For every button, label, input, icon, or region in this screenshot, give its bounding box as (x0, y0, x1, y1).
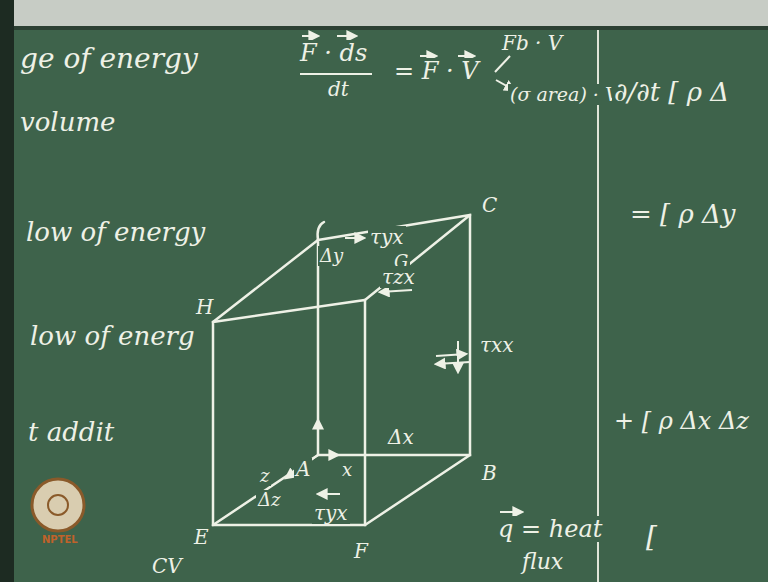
front-face (213, 300, 365, 525)
logo-ring (48, 495, 68, 515)
y-axis (317, 420, 319, 455)
dimension: Δz (256, 490, 282, 510)
note-text: flux (520, 550, 565, 574)
equation: F · ds (298, 40, 369, 66)
nptel-logo (32, 479, 84, 531)
normal-arrow (436, 362, 470, 364)
vertex-label: C (480, 194, 499, 216)
fraction-bar (300, 73, 372, 75)
vector-mark (500, 511, 522, 513)
stress-label: τyx (312, 502, 350, 524)
stress-tick (457, 341, 459, 372)
heading-text: low of energ (28, 322, 197, 351)
equation: + [ ρ Δx Δz (612, 408, 751, 434)
equation: = F · V (392, 58, 481, 84)
stress-label: τyx (368, 226, 406, 248)
vertex-label: E (192, 526, 211, 548)
note-text: CV (150, 555, 184, 577)
hook (318, 222, 324, 240)
shear-arrow (318, 493, 340, 495)
stress-label: τxx (478, 334, 516, 356)
heading-text: low of energy (24, 218, 207, 247)
axis-label: x (340, 460, 354, 480)
equation: Fb · V (500, 32, 564, 54)
vector-mark (420, 55, 436, 57)
board-edge (0, 26, 768, 30)
board-divider (597, 30, 599, 582)
vector-mark (337, 35, 356, 37)
equation: (σ area) · V (508, 84, 621, 105)
dimension: Δy (318, 246, 345, 266)
equation: ∂/∂t [ ρ Δ (612, 78, 731, 107)
axis-label: z (258, 466, 271, 486)
vector-mark (458, 55, 474, 57)
x-axis (318, 454, 338, 456)
shear-arrow (345, 237, 364, 239)
equation: = [ ρ Δy (628, 200, 737, 229)
tick (495, 56, 510, 72)
heading-text: t addit (26, 418, 116, 447)
vertex-label: B (480, 462, 499, 484)
vector-mark (302, 35, 318, 37)
shear-arrow (380, 290, 412, 292)
heading-text: ge of energy (18, 44, 200, 75)
back-face (318, 215, 470, 455)
equation: dt (326, 78, 351, 100)
arrows (286, 36, 522, 512)
vertex-label: A (294, 458, 312, 480)
board-frame (0, 0, 768, 26)
normal-arrow (436, 354, 466, 356)
cube (213, 215, 470, 525)
note-text: q = heat (496, 516, 604, 542)
vertex-label: H (194, 296, 215, 318)
watermark: NPTEL (40, 534, 80, 545)
vertex-label: F (352, 540, 370, 562)
equation: [ (644, 522, 659, 553)
heading-text: volume (18, 108, 117, 137)
board-side (0, 0, 14, 582)
stress-label: τzx (380, 266, 417, 288)
dimension: Δx (386, 426, 416, 448)
